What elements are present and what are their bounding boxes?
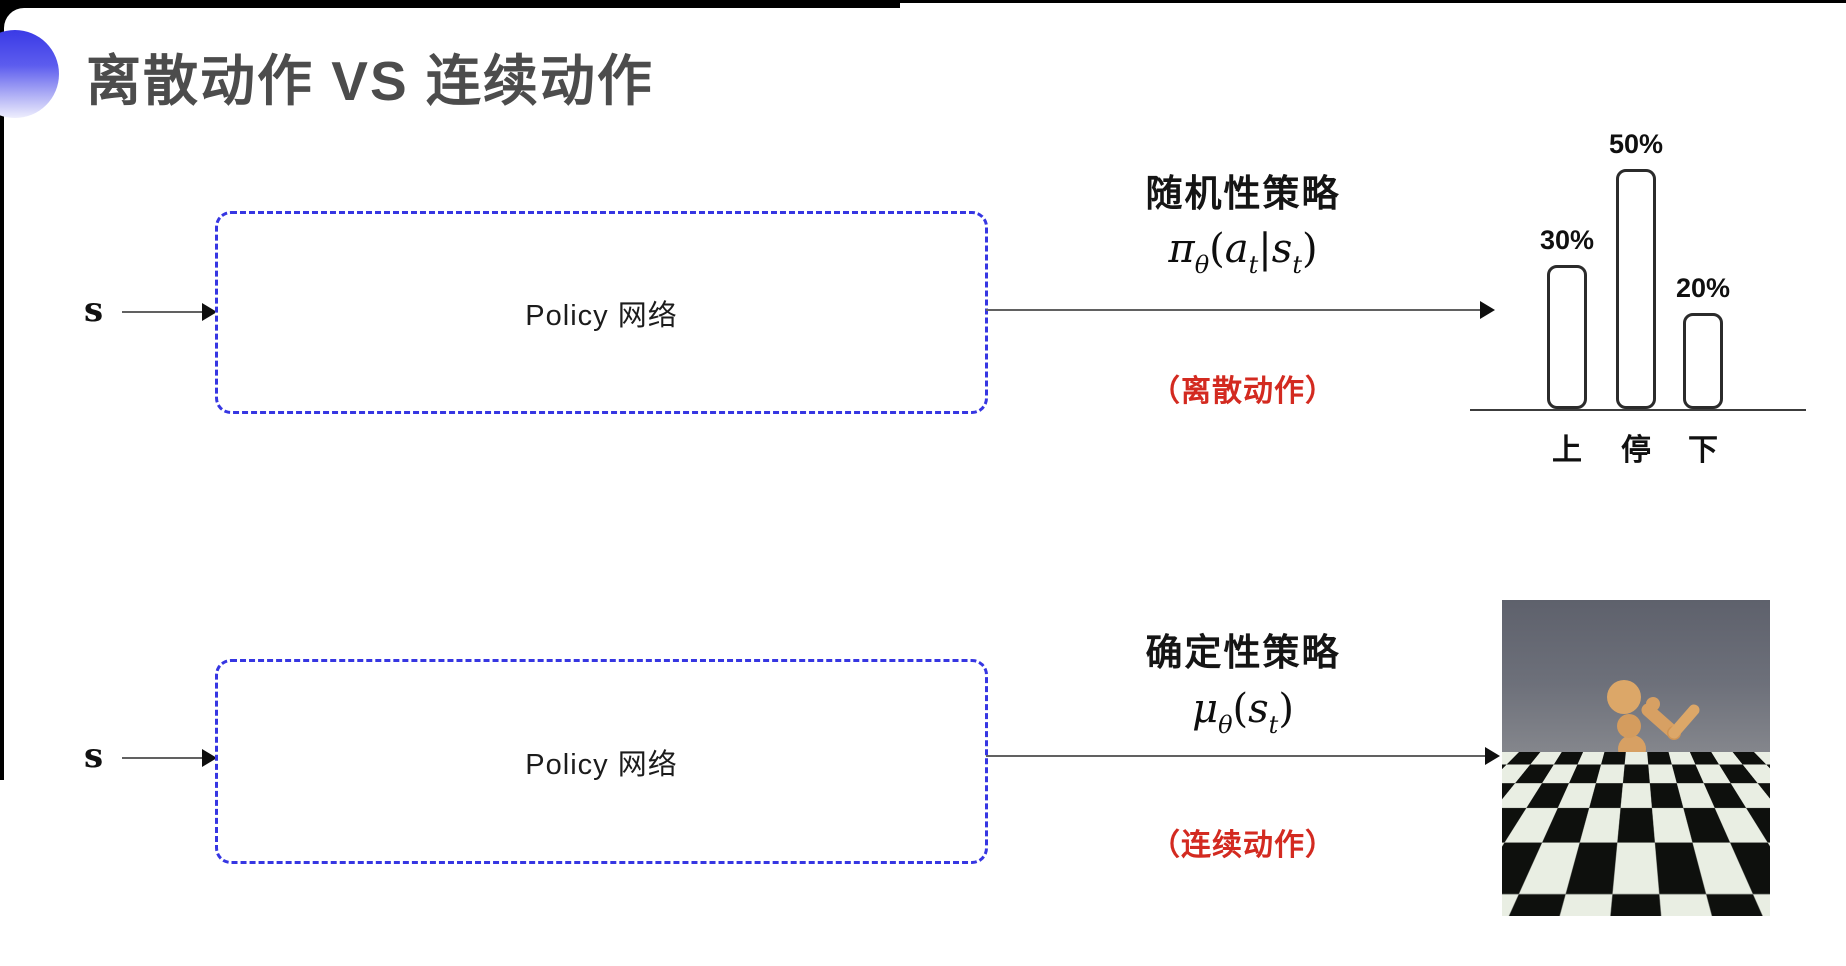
action-category-label: 上 <box>1552 434 1582 467</box>
probability-bar-上 <box>1547 265 1587 409</box>
stochastic-policy-title: 随机性策略 <box>1145 173 1341 214</box>
bar-chart-baseline <box>1470 409 1806 411</box>
output-arrow-head-top <box>1480 301 1495 319</box>
policy-network-box-top: Policy 网络 <box>215 211 988 414</box>
output-arrow-line-top <box>986 309 1482 311</box>
continuous-action-note: （连续动作） <box>1150 829 1336 862</box>
output-arrow-line-bottom <box>986 755 1487 757</box>
frame-top-edge <box>0 0 900 8</box>
formula-a-sub: t <box>1248 251 1259 279</box>
input-arrow-line-bottom <box>122 757 205 759</box>
formula-s2-sub: t <box>1268 711 1279 739</box>
formula-s2: s <box>1248 686 1269 732</box>
discrete-action-note: （离散动作） <box>1150 375 1336 408</box>
input-arrow-head-bottom <box>202 749 217 767</box>
humanoid-robot-image <box>1502 600 1770 916</box>
stochastic-policy-formula: πθ(at|st) <box>1082 226 1404 277</box>
probability-bar-停 <box>1616 169 1656 409</box>
probability-value-label: 30% <box>1539 225 1595 255</box>
formula-lparen2: ( <box>1232 686 1249 732</box>
input-arrow-line-top <box>122 311 205 313</box>
formula-bar: | <box>1258 226 1272 272</box>
formula-mu: μ <box>1192 686 1219 732</box>
action-probability-bar-chart: 30% 上 50% 停 20% 下 <box>1470 95 1810 467</box>
output-arrow-head-bottom <box>1485 747 1500 765</box>
frame-left-edge <box>0 0 4 780</box>
formula-s-sub: t <box>1292 251 1302 279</box>
formula-rparen: ) <box>1301 226 1318 272</box>
policy-network-box-bottom: Policy 网络 <box>215 659 988 864</box>
action-category-label: 下 <box>1688 434 1718 467</box>
page-title: 离散动作 VS 连续动作 <box>86 50 654 112</box>
deterministic-policy-formula: μθ(st) <box>1082 686 1404 737</box>
action-category-label: 停 <box>1621 434 1651 467</box>
formula-lparen: ( <box>1209 226 1225 272</box>
formula-rparen2: ) <box>1278 686 1294 732</box>
formula-s: s <box>1271 226 1293 272</box>
policy-network-label-bottom: Policy 网络 <box>525 748 678 781</box>
state-input-label-bottom: s <box>84 736 104 776</box>
formula-pi-sub: θ <box>1194 251 1210 279</box>
input-arrow-head-top <box>202 303 217 321</box>
probability-bar-下 <box>1683 313 1723 409</box>
humanoid-robot-figure <box>1568 680 1700 906</box>
frame-top-edge-thin <box>900 0 1846 3</box>
formula-pi: π <box>1168 226 1195 272</box>
formula-mu-sub: θ <box>1218 711 1233 739</box>
deterministic-policy-title: 确定性策略 <box>1145 632 1341 673</box>
state-input-label-top: s <box>84 290 104 330</box>
formula-a: a <box>1224 226 1249 272</box>
policy-network-label-top: Policy 网络 <box>525 299 678 332</box>
probability-value-label: 20% <box>1675 273 1731 303</box>
probability-value-label: 50% <box>1608 129 1664 159</box>
